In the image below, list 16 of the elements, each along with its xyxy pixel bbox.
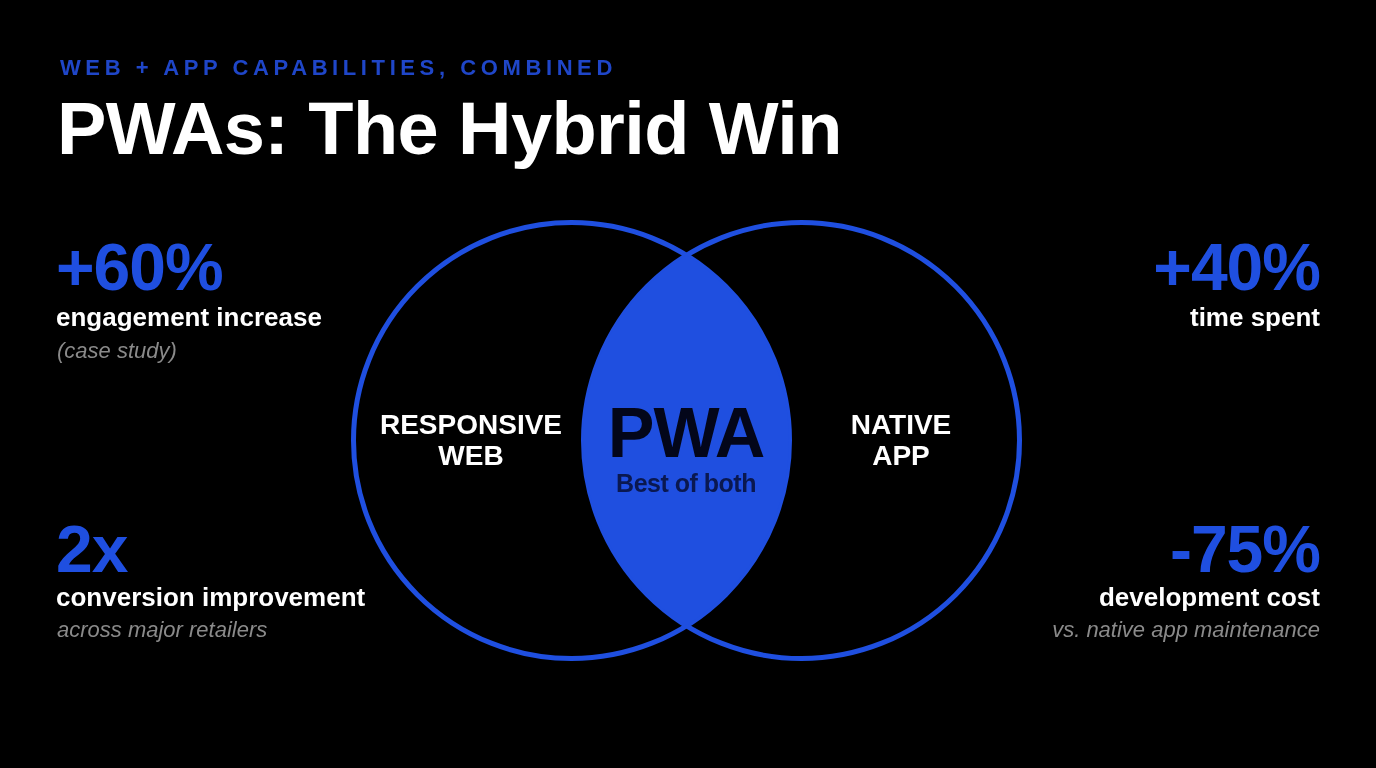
stat-label: engagement increase: [56, 304, 322, 330]
kicker-text: WEB + APP CAPABILITIES, COMBINED: [60, 57, 617, 79]
overlap-subtitle: Best of both: [616, 470, 756, 496]
stat-label: development cost: [1098, 584, 1320, 610]
circle-label: RESPONSIVE WEB: [379, 408, 563, 472]
stat-value: +40%: [1153, 234, 1320, 300]
stat-label: time spent: [1189, 304, 1320, 330]
overlap-title: PWA: [607, 398, 765, 468]
stat-label: conversion improvement: [56, 584, 366, 610]
stat-value: +60%: [56, 234, 223, 300]
stat-note: vs. native app maintenance: [1052, 619, 1320, 641]
circle-label: NATIVE APP: [850, 408, 952, 472]
stat-note: (case study): [57, 340, 177, 362]
stat-note: across major retailers: [57, 619, 268, 641]
stat-value: -75%: [1169, 516, 1320, 582]
stat-value: 2x: [56, 516, 128, 582]
